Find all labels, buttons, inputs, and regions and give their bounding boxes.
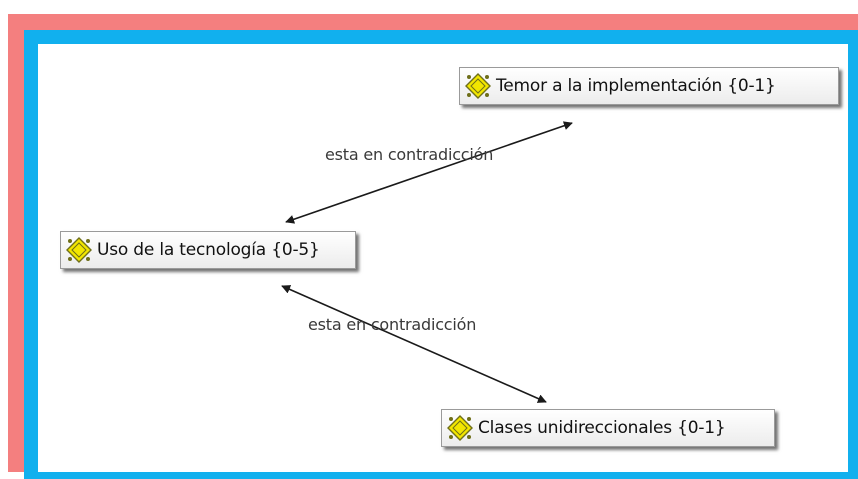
code-node-icon xyxy=(66,237,92,263)
link-label-uso-temor: esta en contradicción xyxy=(325,145,494,164)
node-label: Clases unidireccionales {0-1} xyxy=(478,418,726,438)
network-canvas[interactable]: esta en contradicción esta en contradicc… xyxy=(38,44,848,472)
link-uso-clases[interactable] xyxy=(281,285,547,403)
link-label-uso-clases: esta en contradicción xyxy=(308,315,477,334)
code-node-icon xyxy=(447,415,473,441)
node-clases-unidireccionales[interactable]: Clases unidireccionales {0-1} xyxy=(441,409,775,447)
node-temor-implementacion[interactable]: Temor a la implementación {0-1} xyxy=(459,67,839,105)
links-layer xyxy=(281,121,573,403)
link-uso-temor[interactable] xyxy=(285,121,573,224)
node-uso-tecnologia[interactable]: Uso de la tecnología {0-5} xyxy=(60,231,356,269)
node-label: Uso de la tecnología {0-5} xyxy=(97,240,320,260)
code-node-icon xyxy=(465,73,491,99)
node-label: Temor a la implementación {0-1} xyxy=(496,76,776,96)
